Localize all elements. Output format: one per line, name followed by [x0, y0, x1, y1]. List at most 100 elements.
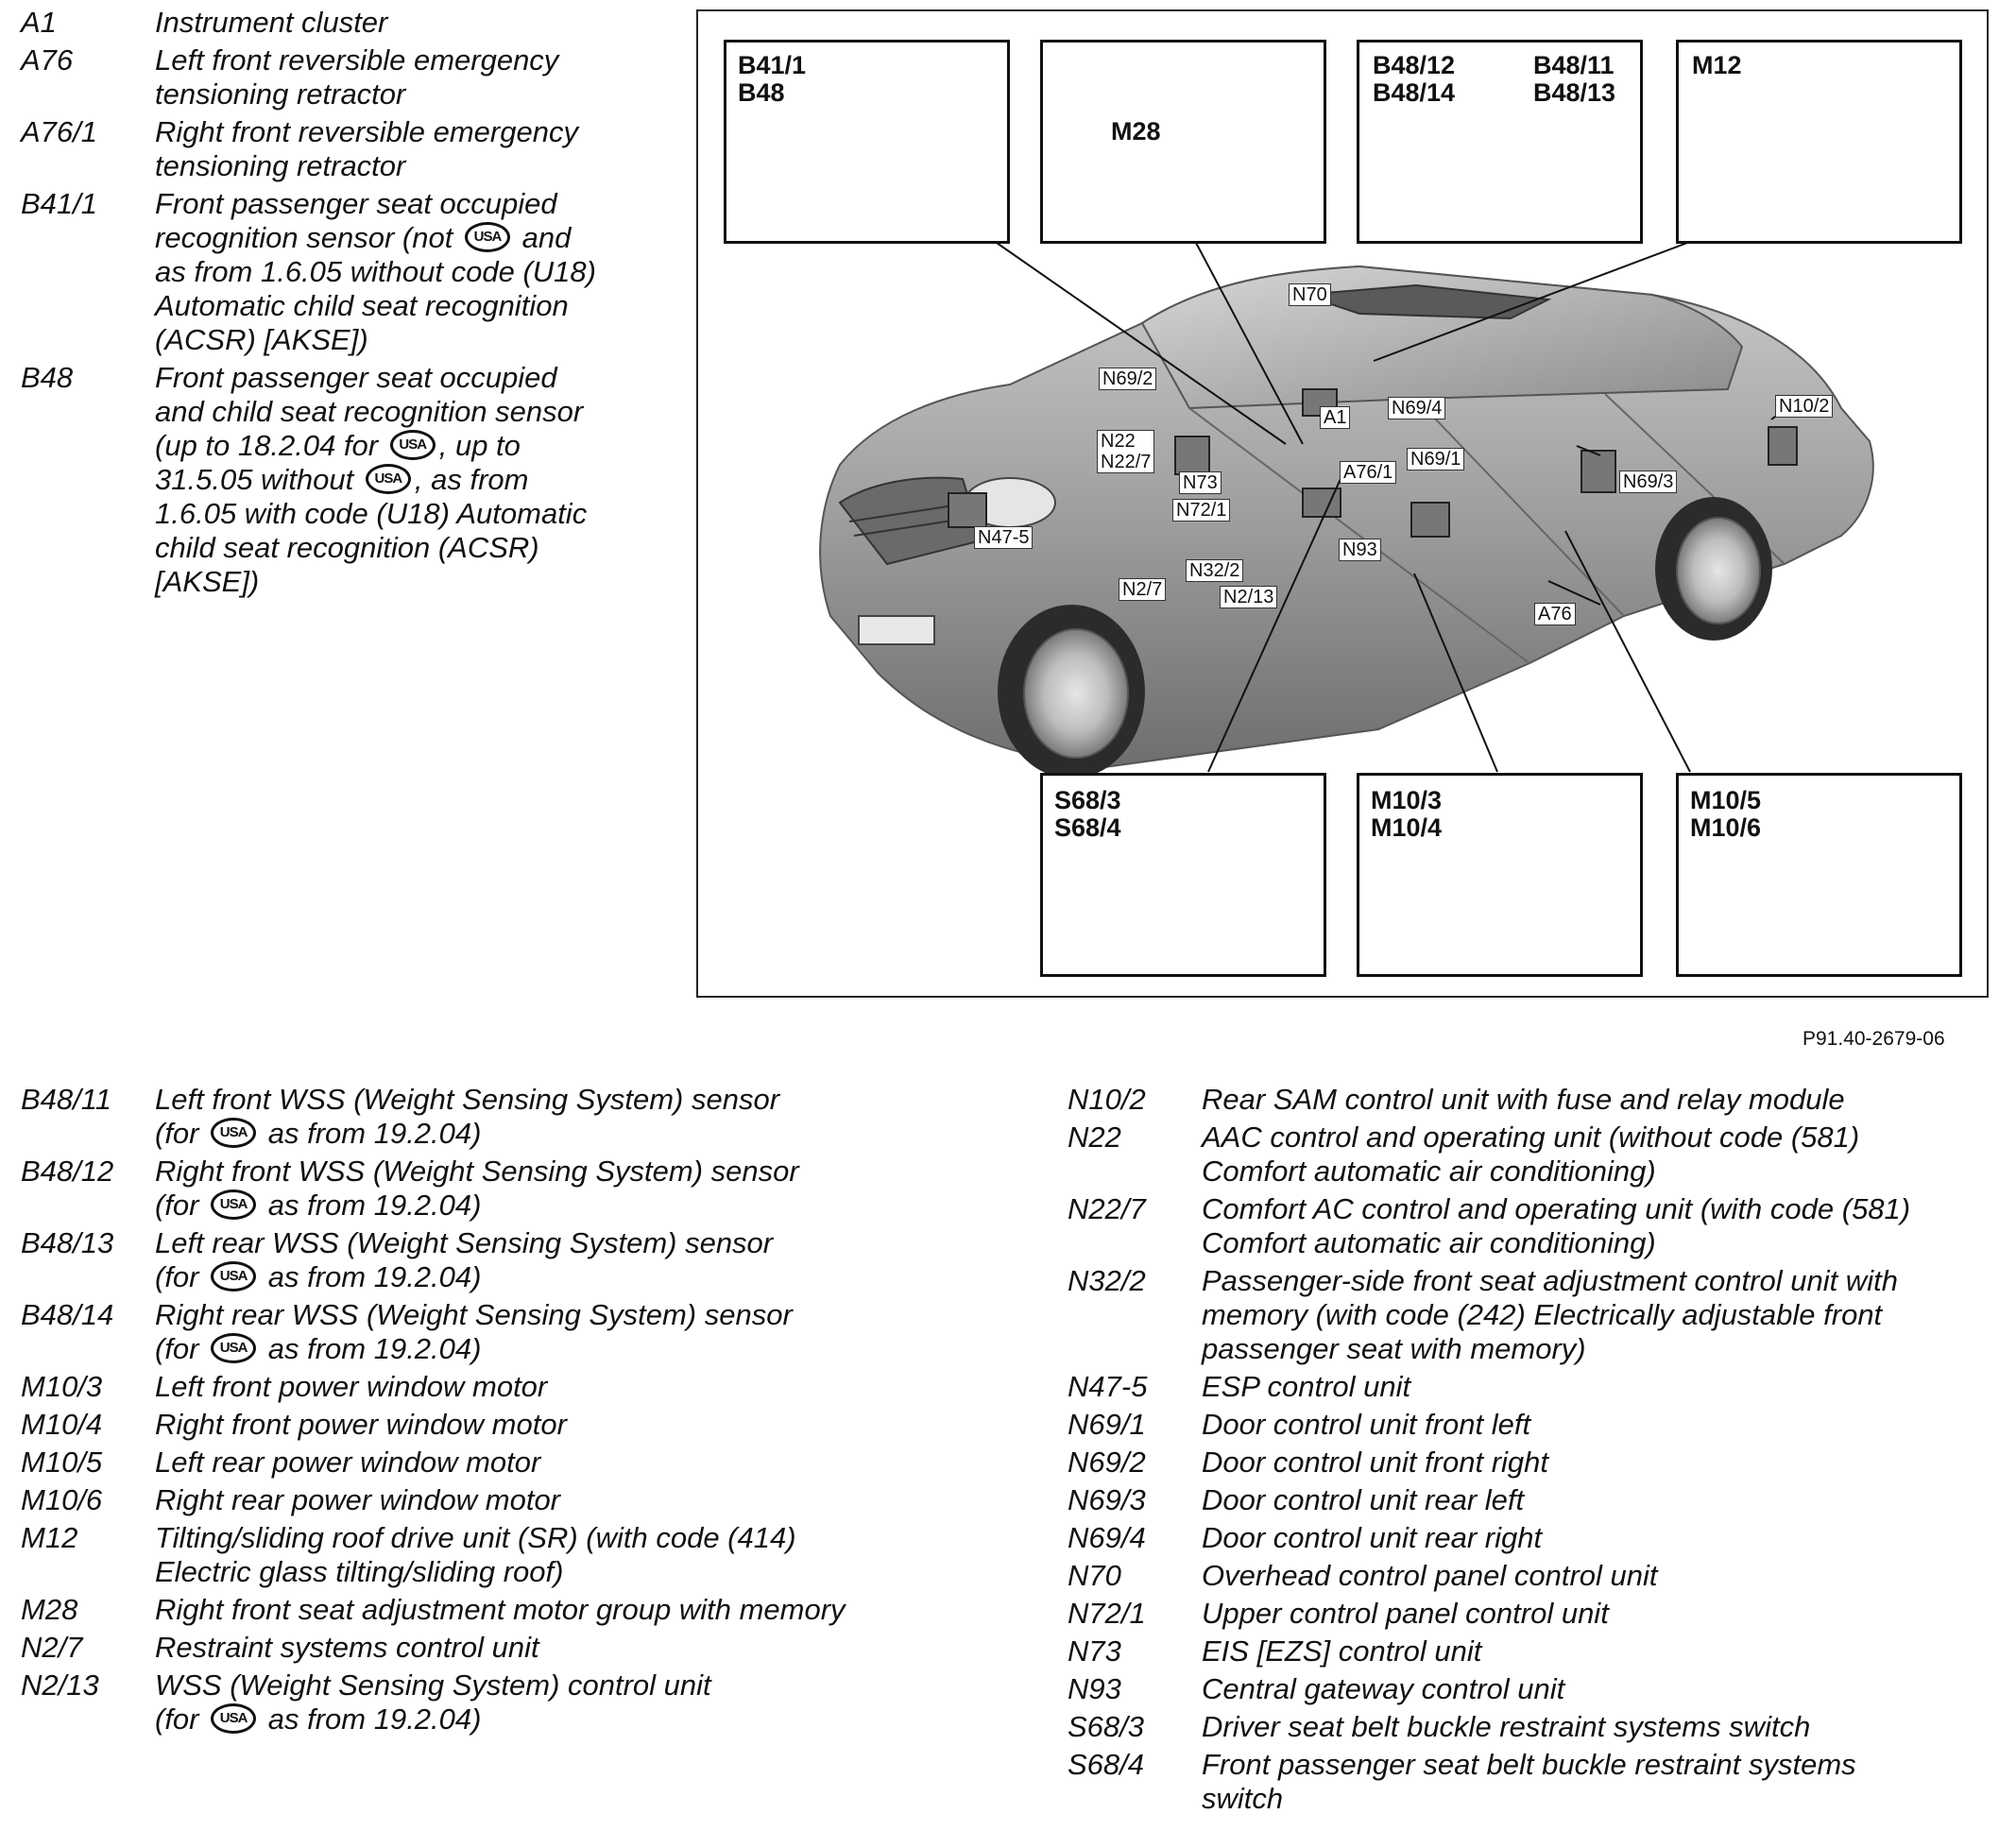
- legend-item-n69-4: N69/4 Door control unit rear right: [1068, 1521, 1999, 1555]
- callout-n32-2: N32/2: [1186, 559, 1243, 582]
- car-body: [820, 266, 1873, 779]
- callout-n69-1: N69/1: [1407, 448, 1464, 471]
- legend-text: Front passenger seat occupied recognitio…: [155, 187, 644, 357]
- inset-label: B48/12 B48/14: [1373, 52, 1455, 107]
- legend-text: Left rear WSS (Weight Sensing System) se…: [155, 1226, 965, 1294]
- legend-text: Left rear power window motor: [155, 1446, 965, 1480]
- legend-code: B48/14: [21, 1298, 155, 1332]
- usa-badge-icon: USA: [211, 1118, 256, 1148]
- usa-badge-icon: USA: [211, 1333, 256, 1363]
- callout-n2-13: N2/13: [1220, 586, 1277, 608]
- legend-item-n93: N93 Central gateway control unit: [1068, 1672, 1999, 1706]
- legend-item-m10-5: M10/5 Left rear power window motor: [21, 1446, 965, 1480]
- legend-text: Left front reversible emergency tensioni…: [155, 43, 644, 111]
- legend-item-n69-1: N69/1 Door control unit front left: [1068, 1408, 1999, 1442]
- legend-item-n2-13: N2/13 WSS (Weight Sensing System) contro…: [21, 1668, 965, 1737]
- component-location-figure: B41/1 B48 M28 B48/12 B48/14 B48/11 B48/1…: [696, 9, 1989, 998]
- legend-code: A76/1: [21, 115, 155, 149]
- legend-text: Central gateway control unit: [1202, 1672, 1999, 1706]
- legend-code: N10/2: [1068, 1083, 1202, 1117]
- inset-rear-window-motors: M10/5 M10/6: [1676, 773, 1962, 977]
- legend-text-part: as from 19.2.04): [268, 1117, 482, 1150]
- legend-text: EIS [EZS] control unit: [1202, 1634, 1999, 1668]
- legend-text: Right front WSS (Weight Sensing System) …: [155, 1155, 965, 1223]
- callout-n10-2: N10/2: [1775, 395, 1833, 418]
- legend-item-b48-14: B48/14 Right rear WSS (Weight Sensing Sy…: [21, 1298, 965, 1366]
- usa-badge-icon: USA: [366, 464, 411, 494]
- inset-seat-motor: M28: [1040, 40, 1326, 244]
- legend-code: N69/3: [1068, 1483, 1202, 1517]
- legend-item-s68-3: S68/3 Driver seat belt buckle restraint …: [1068, 1710, 1999, 1744]
- legend-text: Instrument cluster: [155, 6, 644, 40]
- legend-code: N73: [1068, 1634, 1202, 1668]
- legend-bottom-left: B48/11 Left front WSS (Weight Sensing Sy…: [21, 1083, 965, 1740]
- inset-label: M10/3 M10/4: [1371, 787, 1442, 842]
- callout-n47-5: N47-5: [974, 526, 1033, 549]
- usa-badge-icon: USA: [211, 1261, 256, 1292]
- inset-label: M10/5 M10/6: [1690, 787, 1761, 842]
- callout-n69-2: N69/2: [1099, 368, 1156, 390]
- legend-item-m10-6: M10/6 Right rear power window motor: [21, 1483, 965, 1517]
- legend-text: Right front seat adjustment motor group …: [155, 1593, 965, 1627]
- legend-code: N72/1: [1068, 1597, 1202, 1631]
- legend-item-n69-3: N69/3 Door control unit rear left: [1068, 1483, 1999, 1517]
- legend-text: ESP control unit: [1202, 1370, 1999, 1404]
- front-wheel-rim: [1024, 629, 1128, 758]
- legend-item-b41-1: B41/1 Front passenger seat occupied reco…: [21, 187, 644, 357]
- legend-code: B48/11: [21, 1083, 155, 1117]
- legend-text-part: as from 19.2.04): [268, 1332, 482, 1365]
- inset-label: S68/3 S68/4: [1054, 787, 1121, 842]
- callout-a76-1: A76/1: [1340, 461, 1396, 484]
- legend-item-s68-4: S68/4 Front passenger seat belt buckle r…: [1068, 1748, 1999, 1816]
- legend-code: M28: [21, 1593, 155, 1627]
- legend-text: Right front reversible emergency tension…: [155, 115, 644, 183]
- inset-roof-drive: M12: [1676, 40, 1962, 244]
- legend-text: Right front power window motor: [155, 1408, 965, 1442]
- legend-item-a1: A1 Instrument cluster: [21, 6, 644, 40]
- legend-code: M10/6: [21, 1483, 155, 1517]
- legend-text: Right rear power window motor: [155, 1483, 965, 1517]
- inset-label: B41/1 B48: [738, 52, 806, 107]
- legend-item-b48-11: B48/11 Left front WSS (Weight Sensing Sy…: [21, 1083, 965, 1151]
- inset-label: M28: [1111, 118, 1161, 145]
- callout-n69-3: N69/3: [1619, 471, 1677, 493]
- callout-n22: N22 N22/7: [1097, 430, 1154, 473]
- legend-item-n73: N73 EIS [EZS] control unit: [1068, 1634, 1999, 1668]
- callout-n70: N70: [1289, 283, 1331, 306]
- legend-text: Left front power window motor: [155, 1370, 965, 1404]
- legend-item-b48-13: B48/13 Left rear WSS (Weight Sensing Sys…: [21, 1226, 965, 1294]
- inset-wss-sensors: B48/12 B48/14 B48/11 B48/13: [1357, 40, 1643, 244]
- legend-item-m10-4: M10/4 Right front power window motor: [21, 1408, 965, 1442]
- legend-item-n10-2: N10/2 Rear SAM control unit with fuse an…: [1068, 1083, 1999, 1117]
- legend-text: Door control unit front left: [1202, 1408, 1999, 1442]
- legend-text: Left front WSS (Weight Sensing System) s…: [155, 1083, 965, 1151]
- legend-text: Comfort AC control and operating unit (w…: [1202, 1192, 1999, 1260]
- callout-n2-7: N2/7: [1119, 578, 1166, 601]
- legend-code: N2/13: [21, 1668, 155, 1703]
- legend-code: N69/1: [1068, 1408, 1202, 1442]
- legend-code: M12: [21, 1521, 155, 1555]
- legend-code: M10/3: [21, 1370, 155, 1404]
- legend-code: B48/13: [21, 1226, 155, 1260]
- callout-n73: N73: [1179, 471, 1222, 494]
- legend-code: S68/4: [1068, 1748, 1202, 1782]
- legend-text-part: as from 19.2.04): [268, 1189, 482, 1222]
- usa-badge-icon: USA: [211, 1189, 256, 1220]
- legend-item-n70: N70 Overhead control panel control unit: [1068, 1559, 1999, 1593]
- legend-item-n22-7: N22/7 Comfort AC control and operating u…: [1068, 1192, 1999, 1260]
- legend-code: B41/1: [21, 187, 155, 221]
- legend-text-part: as from 19.2.04): [268, 1703, 482, 1736]
- legend-item-a76-1: A76/1 Right front reversible emergency t…: [21, 115, 644, 183]
- legend-item-n72-1: N72/1 Upper control panel control unit: [1068, 1597, 1999, 1631]
- legend-item-m12: M12 Tilting/sliding roof drive unit (SR)…: [21, 1521, 965, 1589]
- legend-item-m28: M28 Right front seat adjustment motor gr…: [21, 1593, 965, 1627]
- legend-item-n22: N22 AAC control and operating unit (with…: [1068, 1121, 1999, 1189]
- usa-badge-icon: USA: [465, 222, 510, 252]
- legend-text: Door control unit rear right: [1202, 1521, 1999, 1555]
- esp-unit-mark: [948, 493, 986, 527]
- legend-code: N47-5: [1068, 1370, 1202, 1404]
- legend-text: Overhead control panel control unit: [1202, 1559, 1999, 1593]
- inset-belt-buckle: S68/3 S68/4: [1040, 773, 1326, 977]
- legend-item-a76: A76 Left front reversible emergency tens…: [21, 43, 644, 111]
- figure-reference-number: P91.40-2679-06: [1803, 1028, 1945, 1051]
